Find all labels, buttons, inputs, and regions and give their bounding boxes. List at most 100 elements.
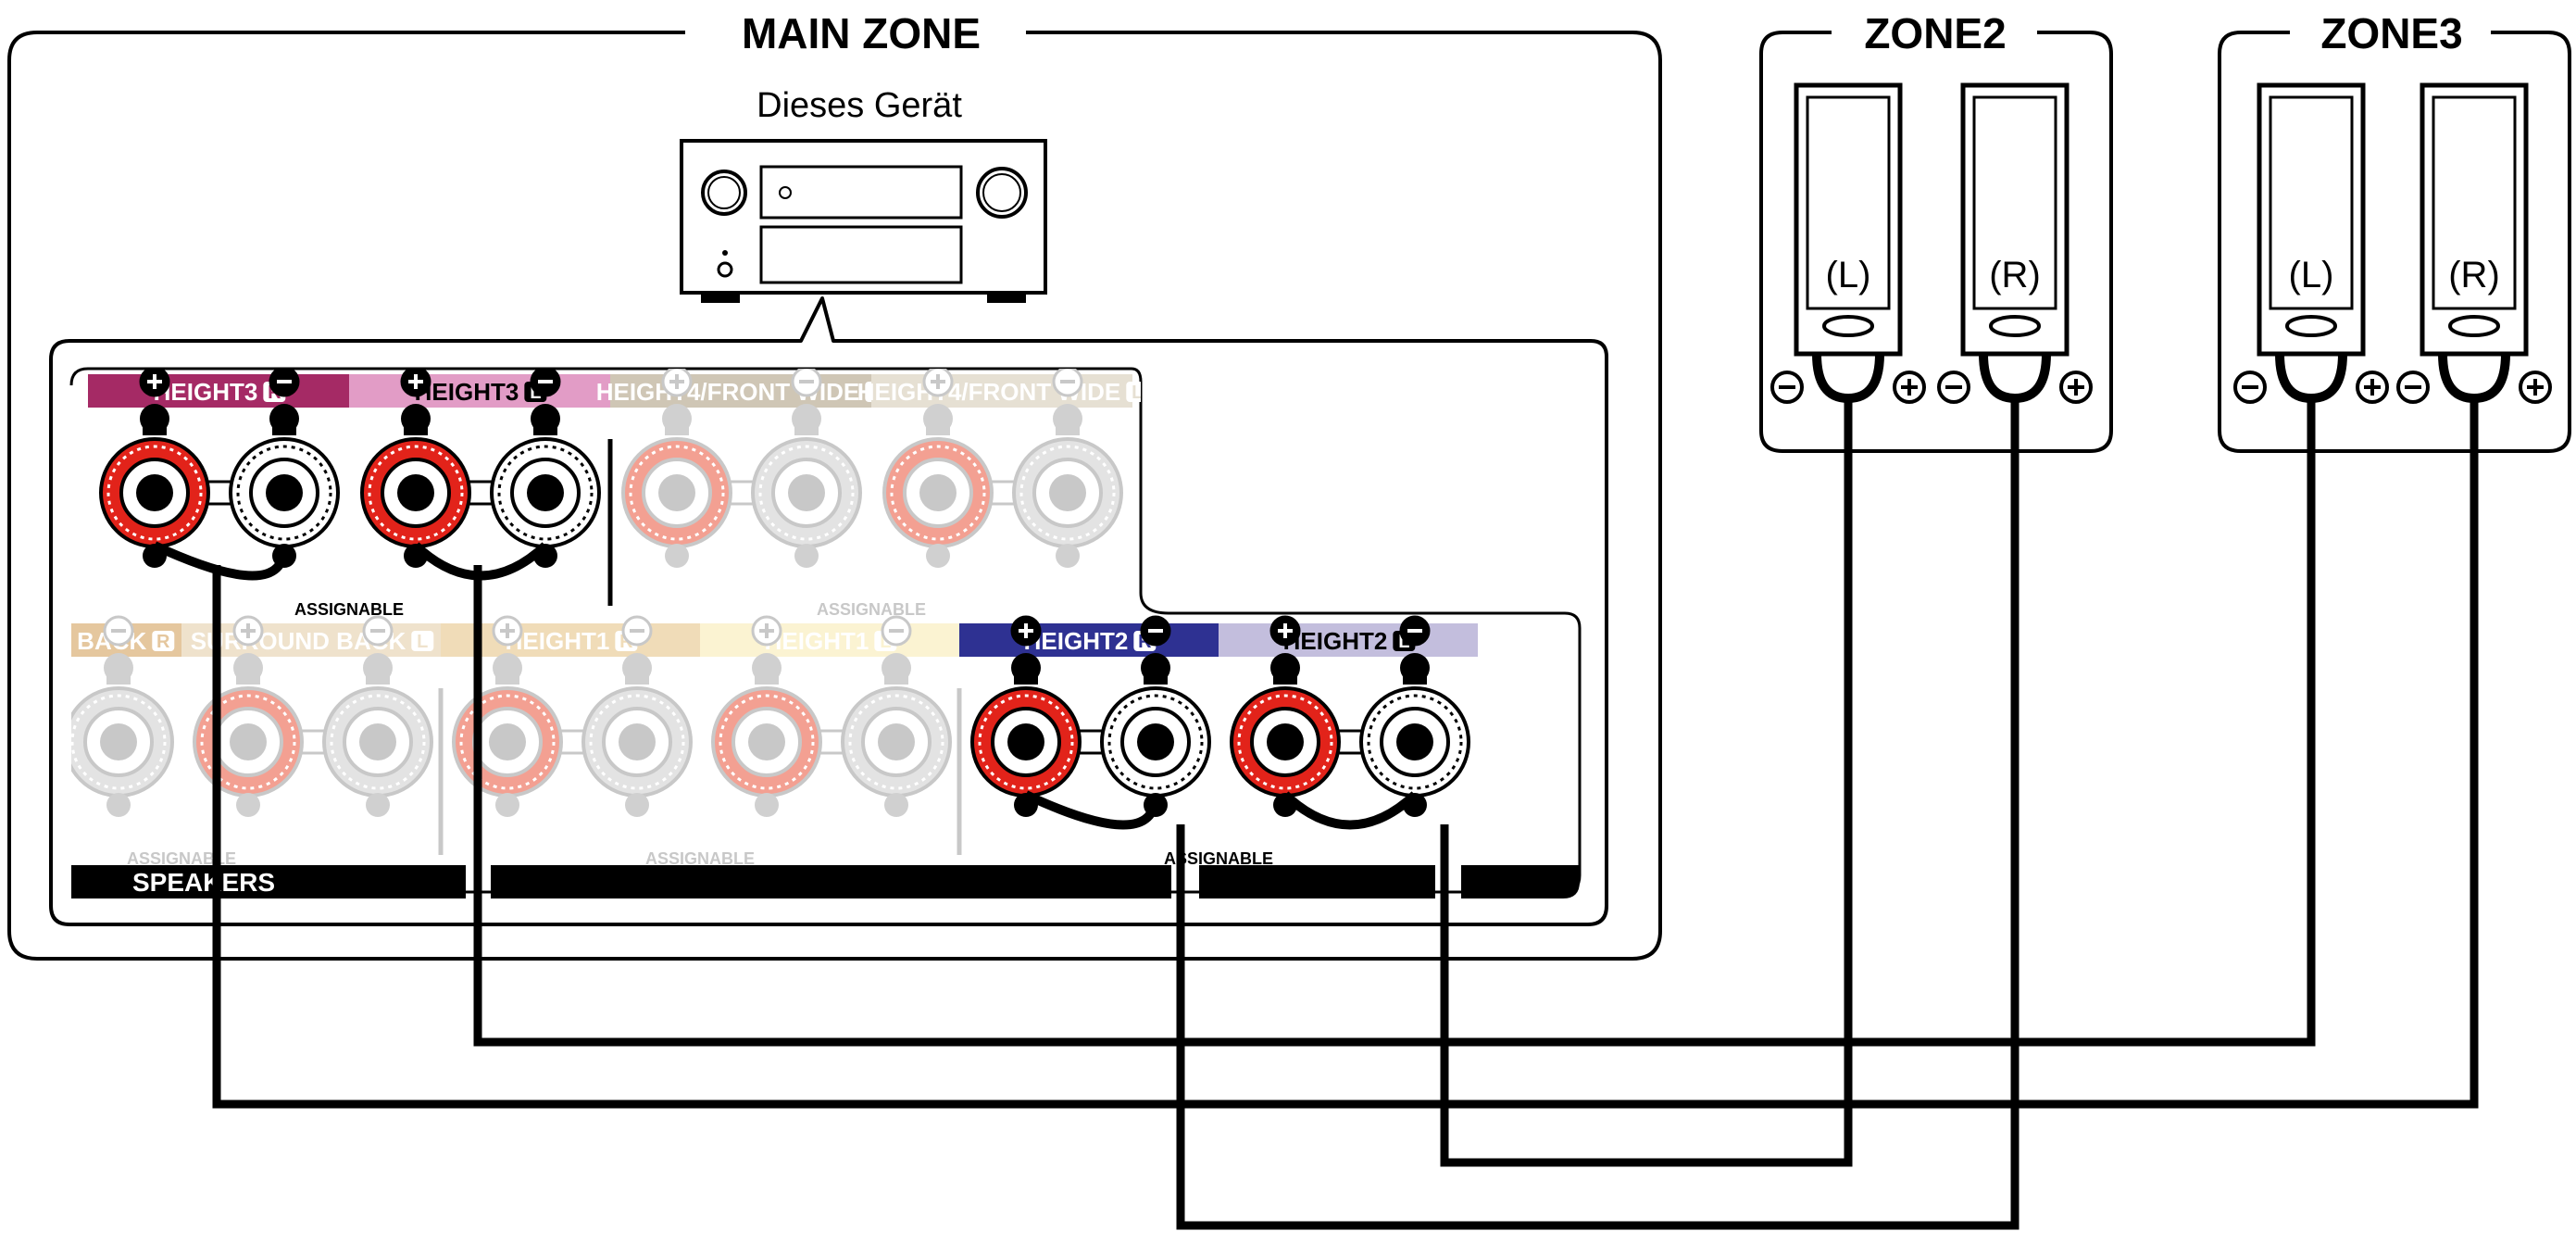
negative-terminal <box>490 369 601 568</box>
negative-terminal <box>1359 615 1470 817</box>
minus-icon <box>791 369 822 397</box>
minus-icon <box>2233 371 2267 404</box>
assignable-label: ASSIGNABLE <box>1164 849 1273 868</box>
receiver-icon <box>680 139 1047 303</box>
positive-terminal <box>711 615 822 817</box>
positive-terminal <box>621 369 732 568</box>
plus-icon <box>1893 371 1926 404</box>
negative-terminal <box>581 615 693 817</box>
terminal-label-band <box>88 374 349 408</box>
negative-terminal <box>1012 369 1123 568</box>
terminal-label-band <box>181 623 441 657</box>
negative-terminal <box>841 615 952 817</box>
main-zone-title: MAIN ZONE <box>742 9 981 57</box>
speaker-terminal-loop <box>2438 353 2510 404</box>
negative-terminal <box>751 369 862 568</box>
jumper-wire <box>1282 791 1419 830</box>
minus-icon <box>881 615 912 647</box>
terminal-pair-surround-back-r: SURROUND BACKR <box>0 615 181 817</box>
assignable-label: ASSIGNABLE <box>645 849 755 868</box>
speaker-terminal-loop <box>1812 353 1884 404</box>
plus-icon <box>139 369 170 397</box>
terminal-label: HEIGHT3 <box>415 378 519 406</box>
minus-icon <box>530 369 561 397</box>
wire-height2-l-to-zone2-l <box>1440 396 1853 1167</box>
plus-icon <box>2519 371 2552 404</box>
minus-icon <box>1052 369 1083 397</box>
plus-icon <box>492 615 523 647</box>
jumper-wire <box>1023 790 1160 830</box>
plus-icon <box>1010 615 1042 647</box>
plus-icon <box>922 369 954 397</box>
positive-terminal <box>360 369 471 568</box>
positive-terminal <box>99 369 210 568</box>
channel-badge <box>411 631 434 651</box>
speaker-wires <box>212 396 2479 1230</box>
assignable-label: ASSIGNABLE <box>294 600 404 619</box>
terminal-pair-height3-l: HEIGHT3L <box>349 369 610 568</box>
terminal-label: HEIGHT3 <box>154 378 258 406</box>
terminal-label-band <box>700 623 959 657</box>
jumper-wire <box>152 541 290 581</box>
plus-icon <box>232 615 264 647</box>
terminal-label-band <box>871 374 1132 408</box>
channel-badge <box>152 631 175 651</box>
terminal-label-band <box>1219 623 1478 657</box>
zone3-title: ZONE3 <box>2320 9 2462 57</box>
wire-height3-l-to-zone3-l <box>473 396 2316 1047</box>
speaker-channel-label: (R) <box>1989 255 2041 295</box>
wire-height3-r-to-zone3-r <box>212 396 2479 1109</box>
negative-terminal <box>322 615 433 817</box>
minus-icon <box>1140 615 1171 647</box>
positive-terminal <box>882 369 994 568</box>
positive-terminal <box>970 615 1082 817</box>
zone-speaker: (R) <box>2396 82 2552 404</box>
negative-terminal <box>229 369 340 568</box>
minus-icon <box>1399 615 1431 647</box>
terminal-label-band <box>441 623 700 657</box>
plus-icon <box>661 369 693 397</box>
plus-icon <box>0 617 3 645</box>
positive-terminal <box>0 617 43 817</box>
terminal-label-band <box>959 623 1219 657</box>
speaker-channel-label: (L) <box>1826 255 1871 295</box>
plus-icon <box>400 369 431 397</box>
channel-badge-label: L <box>1132 383 1143 403</box>
top-terminal-row: HEIGHT3RHEIGHT3LHEIGHT4/FRONT WIDERHEIGH… <box>88 369 1149 619</box>
wire-height2-r-to-zone2-r <box>1176 396 2020 1230</box>
main-zone-frame <box>7 31 1662 961</box>
plus-icon <box>2059 371 2093 404</box>
speakers-label: SPEAKERS <box>132 868 275 897</box>
device-label: Dieses Gerät <box>757 86 962 125</box>
negative-terminal <box>71 615 174 817</box>
minus-icon <box>1937 371 1970 404</box>
channel-badge-label: L <box>417 632 428 652</box>
negative-terminal <box>1100 615 1211 817</box>
zone-speaker: (R) <box>1937 82 2093 404</box>
speaker-channel-label: (L) <box>2289 255 2334 295</box>
plus-icon <box>1269 615 1301 647</box>
minus-icon <box>1770 371 1804 404</box>
zone3-frame <box>2218 31 2571 453</box>
minus-icon <box>103 615 134 647</box>
minus-icon <box>621 615 653 647</box>
terminal-label-band <box>610 374 871 408</box>
zone2-speakers: (L) (R) <box>1770 82 2093 404</box>
speaker-terminal-loop <box>1979 353 2051 404</box>
zone2-title: ZONE2 <box>1864 9 2006 57</box>
terminal-pair-height3-r: HEIGHT3R <box>88 369 349 568</box>
minus-icon <box>362 615 394 647</box>
speaker-terminal-loop <box>2275 353 2347 404</box>
minus-icon <box>2396 371 2430 404</box>
minus-icon <box>269 369 300 397</box>
positive-terminal <box>1230 615 1341 817</box>
assignable-label: ASSIGNABLE <box>127 849 236 868</box>
zone-speaker: (L) <box>1770 82 1926 404</box>
assignable-label: ASSIGNABLE <box>817 600 926 619</box>
